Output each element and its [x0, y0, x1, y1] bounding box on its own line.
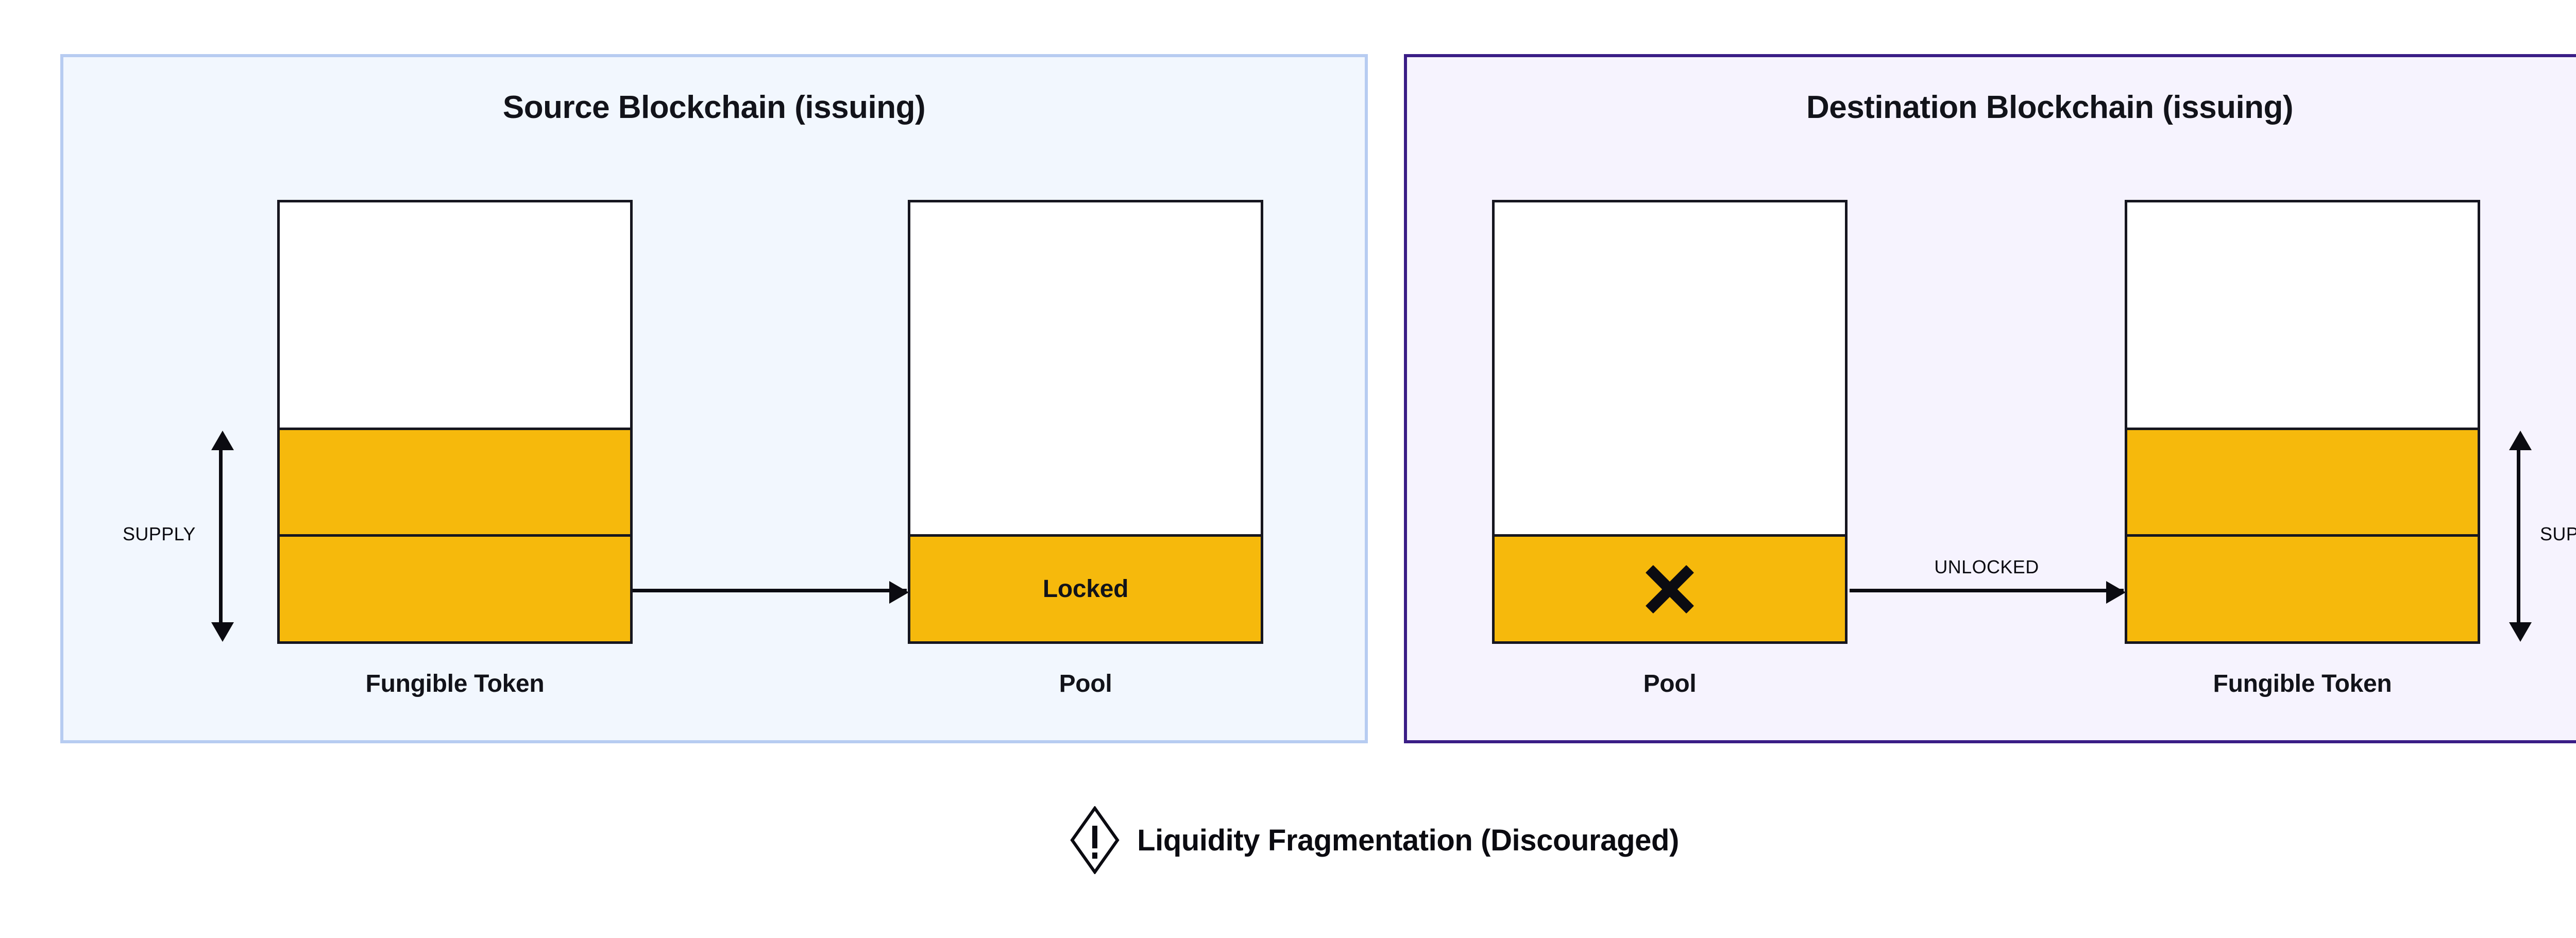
bar-segment-fill — [2127, 427, 2478, 535]
footer-caption: Liquidity Fragmentation (Discouraged) — [0, 806, 2576, 874]
panel-title-source: Source Blockchain (issuing) — [502, 90, 926, 125]
bar-segment-fill-unavailable — [1495, 534, 1845, 641]
bar-segment-empty — [280, 202, 630, 428]
bar-caption-destination-fungible-token: Fungible Token — [2213, 670, 2392, 697]
flow-arrow-unlock: UNLOCKED — [1850, 556, 2126, 604]
supply-label-left: SUPPLY — [123, 523, 196, 544]
panel-title-destination: Destination Blockchain (issuing) — [1806, 90, 2294, 125]
bar-destination-fungible-token — [2125, 200, 2480, 644]
footer-caption-text: Liquidity Fragmentation (Discouraged) — [1137, 823, 1679, 857]
bar-segment-fill — [2127, 534, 2478, 641]
x-mark-icon — [1645, 565, 1694, 614]
bar-source-pool: Locked — [908, 200, 1263, 644]
bar-caption-source-pool: Pool — [1059, 670, 1112, 697]
bar-destination-pool — [1492, 200, 1848, 644]
bar-source-fungible-token — [277, 200, 633, 644]
supply-label-right: SUPPLY — [2540, 523, 2576, 544]
bar-segment-fill-locked: Locked — [910, 534, 1261, 641]
bar-segment-empty — [2127, 202, 2478, 428]
bar-segment-fill — [280, 534, 630, 641]
warning-diamond-icon — [1070, 806, 1120, 874]
supply-double-arrow-left — [211, 431, 234, 642]
bar-segment-fill — [280, 427, 630, 535]
bar-caption-destination-pool: Pool — [1643, 670, 1697, 697]
bar-segment-empty — [910, 202, 1261, 535]
supply-double-arrow-right — [2509, 431, 2532, 642]
flow-arrow-lock — [633, 581, 909, 604]
bar-segment-empty — [1495, 202, 1845, 535]
bar-segment-label-locked: Locked — [1042, 575, 1129, 603]
flow-arrow-label-unlock: UNLOCKED — [1934, 556, 2039, 577]
bar-caption-source-fungible-token: Fungible Token — [365, 670, 545, 697]
